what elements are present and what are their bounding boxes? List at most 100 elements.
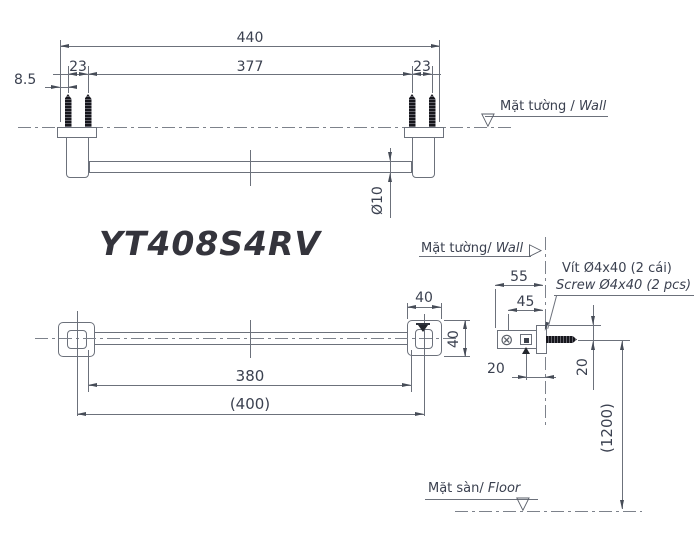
dim-value-mount-height: (1200): [598, 403, 616, 453]
dim-arrow: [534, 282, 543, 287]
witness-line: [412, 66, 413, 93]
bar-post: [66, 137, 89, 178]
label-underline: [419, 256, 531, 257]
bar-centerline: [35, 338, 458, 339]
dim-line-chain: [53, 74, 441, 75]
witness-line: [549, 325, 601, 326]
datum-triangle-icon: ▷: [529, 240, 543, 260]
dim-arrow: [462, 348, 467, 357]
dim-arrow: [495, 282, 504, 287]
screw-label-vi: Vít Ø4x40 (2 cái): [562, 261, 672, 276]
dim-arrow: [534, 307, 543, 312]
dim-line-8-5: [45, 87, 77, 88]
witness-line: [411, 350, 412, 392]
dim-line-1200: [622, 341, 623, 509]
dim-value-overall: 440: [236, 30, 264, 46]
dim-line-440: [60, 46, 440, 47]
fixing-arrow-icon: [522, 347, 530, 354]
fixing-mark: [416, 323, 430, 325]
witness-line: [526, 354, 527, 380]
dim-value-height: 40: [446, 330, 462, 348]
dim-line-dia: [390, 148, 391, 218]
dim-arrow: [68, 84, 77, 89]
wall-centerline: [18, 127, 514, 128]
witness-line: [68, 66, 69, 93]
dim-line-380: [88, 385, 411, 386]
witness-line: [444, 356, 470, 357]
dim-value-dia: Ø10: [370, 186, 386, 216]
wall-label-en: Wall: [578, 99, 607, 114]
dim-arrow: [545, 374, 554, 379]
screw-icon: [64, 94, 72, 130]
flange-centerline: [77, 311, 78, 416]
dim-arrow: [68, 71, 77, 76]
bar-edge: [95, 332, 407, 333]
dim-arrow: [619, 500, 624, 509]
dim-arrow: [431, 43, 440, 48]
dim-arrow: [423, 71, 432, 76]
center-tick: [250, 150, 251, 186]
dim-value-width: 40: [415, 290, 433, 306]
dim-value-edge: 8.5: [14, 72, 37, 88]
dim-arrow: [387, 152, 392, 161]
witness-line: [88, 350, 89, 392]
dim-arrow: [518, 374, 527, 379]
witness-line: [432, 66, 433, 93]
dim-arrow: [590, 341, 595, 350]
dim-value-axis-offset: 20: [575, 358, 591, 376]
wall-label: Mặt tường/ Wall: [421, 242, 523, 255]
dim-arrow: [412, 71, 421, 76]
floor-label-vi: Mặt sàn/: [428, 481, 488, 496]
dim-value-left: 23: [69, 59, 87, 75]
fixing-arrow-icon: [418, 325, 428, 332]
dim-line-40h: [465, 320, 466, 357]
dim-value-hole-to-wall: 45: [516, 294, 535, 310]
dim-line-45: [508, 310, 543, 311]
dim-arrow: [508, 307, 517, 312]
floor-line: [455, 511, 642, 512]
dim-arrow: [619, 341, 624, 350]
wall-label-vi: Mặt tường/: [421, 241, 496, 256]
bar-post: [412, 137, 435, 178]
dim-line-40w: [407, 307, 441, 308]
screw-icon: [84, 94, 92, 130]
screw-hole-icon: ⊗: [500, 330, 514, 349]
floor-label: Mặt sàn/ Floor: [428, 482, 520, 495]
dim-arrow: [51, 84, 60, 89]
datum-triangle-icon: ▽: [516, 493, 530, 514]
dim-arrow: [462, 320, 467, 329]
witness-line: [439, 40, 440, 122]
dim-line-20f: [512, 377, 556, 378]
model-number: YT408S4RV: [99, 224, 321, 263]
center-tick: [250, 320, 251, 358]
dim-arrow: [387, 173, 392, 182]
screw-icon: [428, 94, 436, 130]
screw-icon: [546, 336, 577, 343]
flange-centerline: [424, 314, 425, 416]
bar-edge: [95, 344, 407, 345]
dim-arrow: [432, 304, 441, 309]
dim-arrow: [60, 43, 69, 48]
wall-label-en: Wall: [495, 241, 524, 256]
dim-value-pitch: 380: [235, 367, 265, 385]
datum-triangle-icon: ▽: [481, 109, 495, 130]
wall-label: Mặt tường / Wall: [500, 100, 606, 113]
dim-arrow: [403, 71, 412, 76]
witness-line: [407, 303, 408, 319]
dim-arrow: [402, 382, 411, 387]
witness-line: [444, 320, 470, 321]
dim-value-overall: (400): [229, 395, 271, 413]
dim-line-55: [495, 285, 543, 286]
dim-arrow: [79, 71, 88, 76]
label-underline: [425, 499, 538, 500]
label-underline: [485, 116, 608, 117]
dim-line-400: [77, 414, 424, 415]
witness-line: [441, 303, 442, 319]
dim-arrow: [407, 304, 416, 309]
screw-label-en: Screw Ø4x40 (2 pcs): [556, 278, 692, 293]
fixing-screw-head: [524, 338, 529, 343]
witness-line: [88, 66, 89, 93]
dim-value-center: 377: [236, 59, 264, 75]
floor-label-en: Floor: [487, 481, 521, 496]
